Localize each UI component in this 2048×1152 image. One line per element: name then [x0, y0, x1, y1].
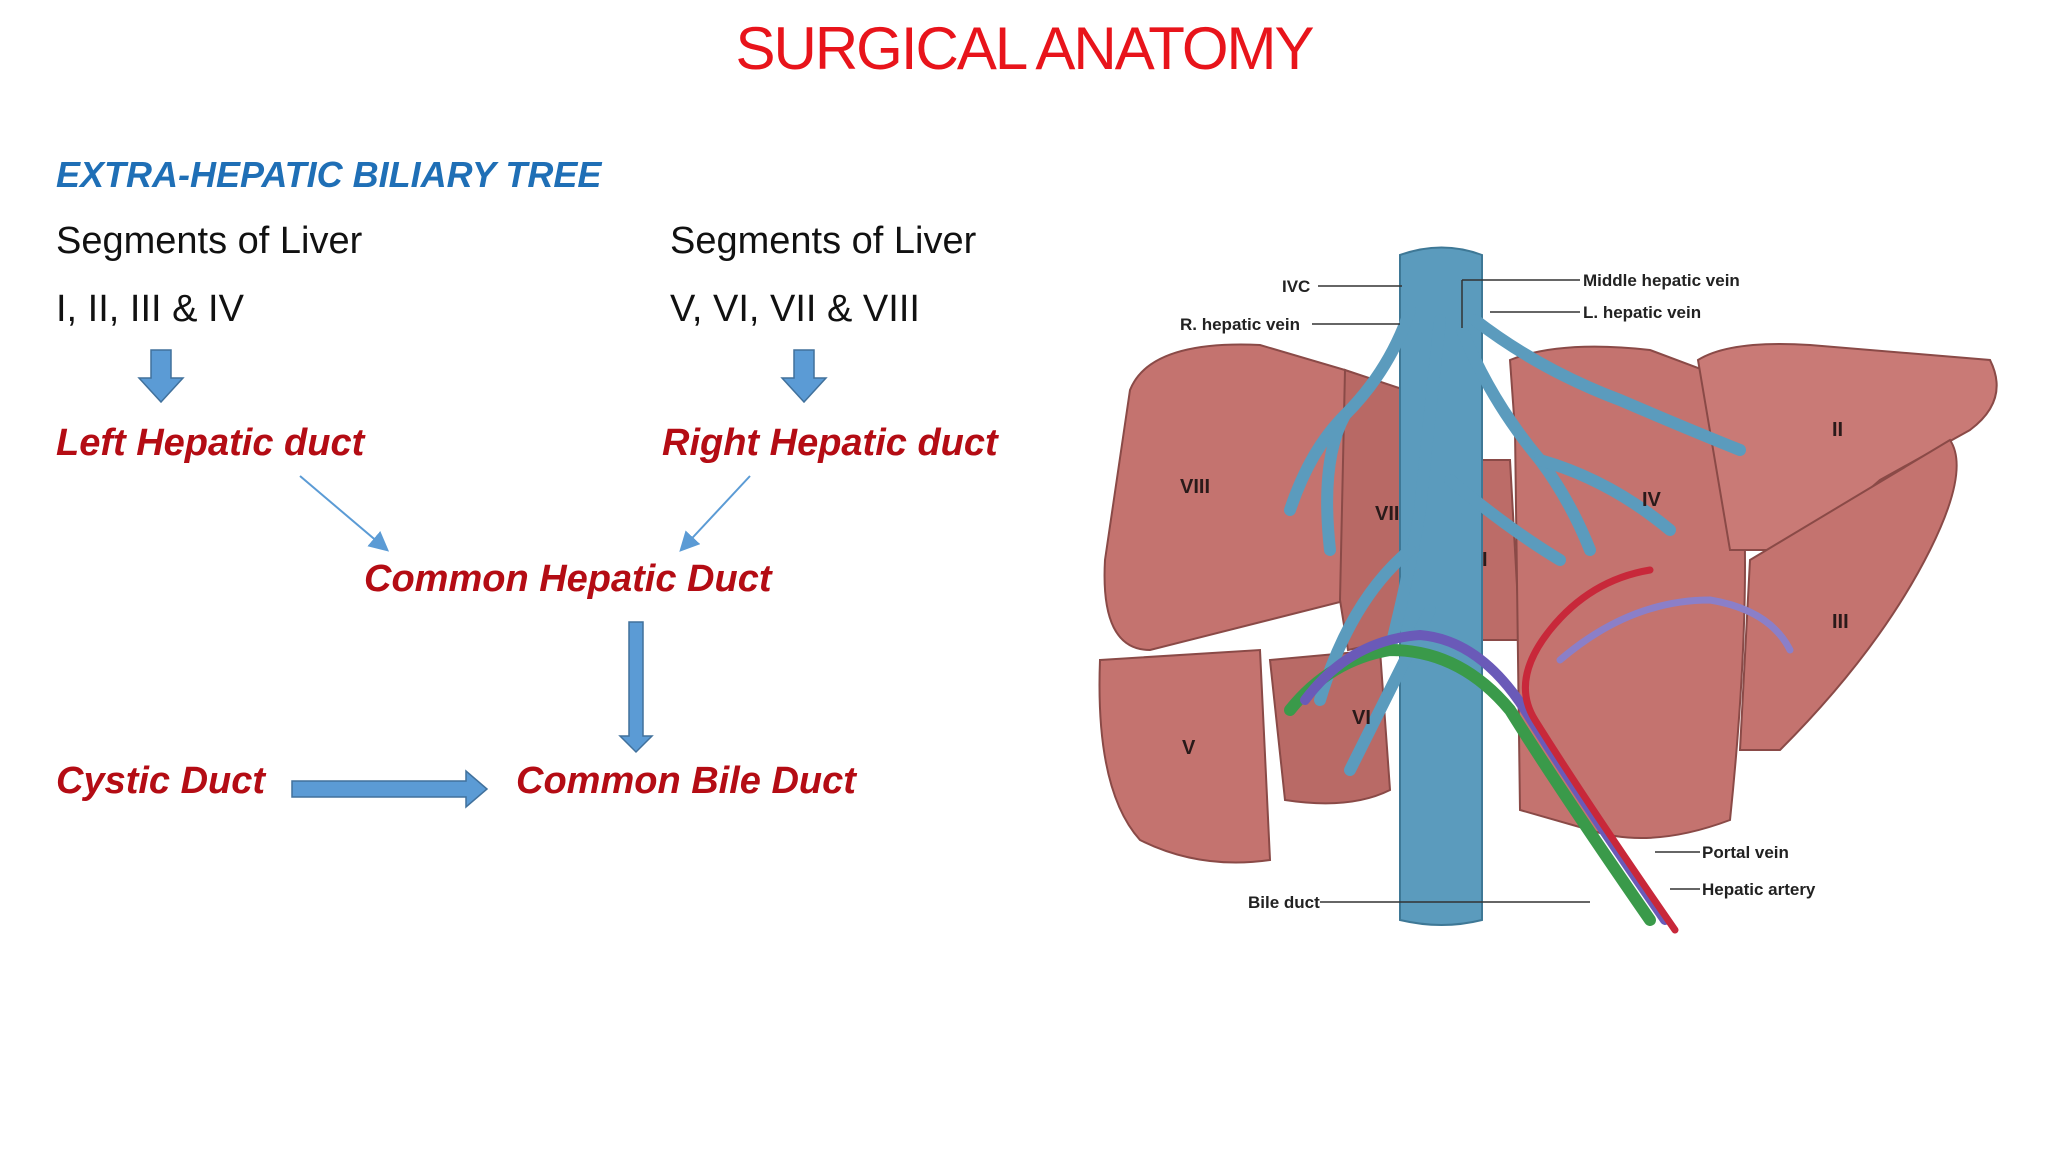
right-arrow-cystic	[291, 769, 489, 809]
cystic-duct-label: Cystic Duct	[56, 760, 266, 802]
left-segments-values: I, II, III & IV	[56, 288, 244, 330]
segment-label-iii: III	[1832, 611, 1849, 633]
right-segments-values: V, VI, VII & VIII	[670, 288, 920, 330]
down-arrow-common	[618, 621, 654, 754]
left-segments-label: Segments of Liver	[56, 220, 363, 262]
segment-label-v: V	[1182, 737, 1196, 759]
segment-iii-lobe	[1738, 438, 1958, 751]
left-duct-connector	[299, 475, 390, 552]
left-hepatic-duct-label: Left Hepatic duct	[56, 422, 365, 464]
ivc-label: IVC	[1282, 277, 1310, 296]
common-bile-duct-label: Common Bile Duct	[516, 760, 856, 802]
portal-triad	[1284, 566, 1794, 934]
r-hepatic-vein-label: R. hepatic vein	[1180, 315, 1300, 334]
l-hepatic-vein-label: L. hepatic vein	[1583, 303, 1701, 322]
right-duct-connector	[679, 475, 751, 552]
bile-duct-label: Bile duct	[1248, 893, 1320, 912]
segment-ii-lobe	[1696, 343, 1998, 551]
segment-label-i: I	[1482, 549, 1488, 571]
segment-v-lobe	[1098, 648, 1272, 864]
down-arrow-right	[780, 349, 828, 404]
common-hepatic-duct-label: Common Hepatic Duct	[364, 558, 772, 600]
liver-lobes	[1098, 343, 1998, 864]
segment-label-iv: IV	[1642, 489, 1662, 511]
right-hepatic-duct-label: Right Hepatic duct	[662, 422, 998, 464]
down-arrow-left	[137, 349, 185, 404]
flowchart-arrows	[137, 349, 828, 809]
liver-anatomy-figure: VIII VII I IV II III V VI IVC R. hepatic…	[1098, 246, 1998, 934]
segment-viii-lobe	[1103, 343, 1350, 652]
segment-vi-lobe	[1268, 648, 1392, 805]
slide-subtitle: EXTRA-HEPATIC BILIARY TREE	[56, 154, 602, 195]
segment-label-vi: VI	[1352, 707, 1371, 729]
middle-hepatic-vein-label: Middle hepatic vein	[1583, 271, 1740, 290]
portal-vein-label: Portal vein	[1702, 843, 1789, 862]
slide-title: SURGICAL ANATOMY	[735, 15, 1314, 82]
leader-lines	[1312, 279, 1700, 903]
hepatic-artery-label: Hepatic artery	[1702, 880, 1816, 899]
segment-label-ii: II	[1832, 419, 1843, 441]
ivc-vessel	[1399, 246, 1483, 926]
right-segments-label: Segments of Liver	[670, 220, 977, 262]
segment-label-viii: VIII	[1180, 476, 1210, 498]
segment-label-vii: VII	[1375, 503, 1399, 525]
